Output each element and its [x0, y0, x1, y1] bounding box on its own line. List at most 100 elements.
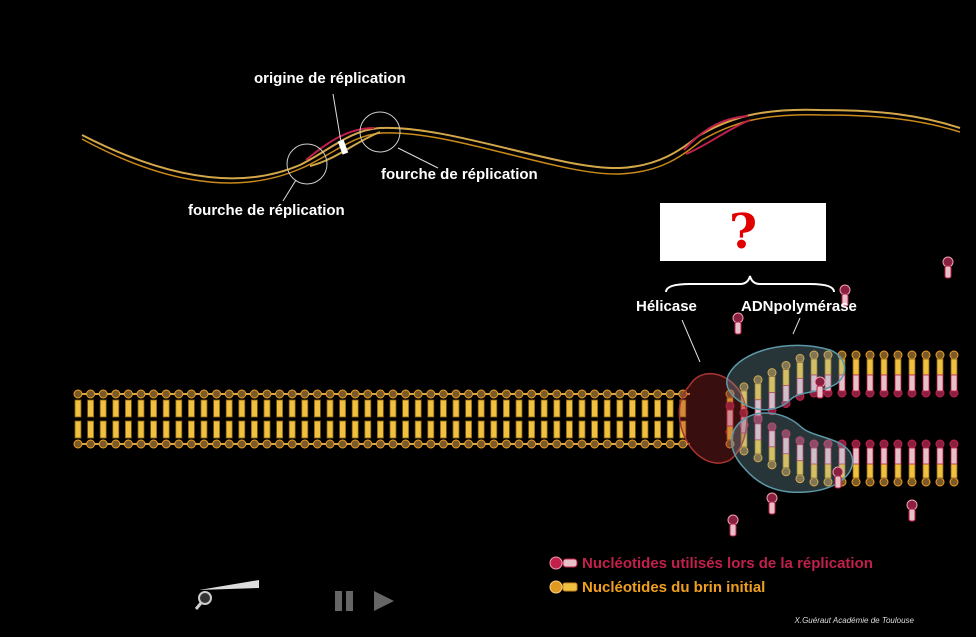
new-base — [894, 447, 902, 465]
sugar — [388, 439, 398, 449]
sugar — [552, 439, 562, 449]
sugar — [865, 350, 875, 360]
play-button[interactable] — [372, 590, 396, 612]
sugar — [893, 477, 903, 487]
base — [326, 399, 334, 418]
sugar — [287, 389, 297, 399]
sugar — [627, 389, 637, 399]
base — [175, 399, 183, 418]
sugar — [300, 439, 310, 449]
free-nucleotide-base — [834, 475, 842, 489]
sugar — [86, 439, 96, 449]
base — [162, 399, 170, 418]
sugar — [426, 439, 436, 449]
base — [87, 399, 94, 418]
origin-label: origine de réplication — [254, 70, 406, 87]
base — [112, 399, 120, 418]
base — [200, 399, 208, 418]
sugar — [851, 477, 861, 487]
sugar — [312, 439, 322, 449]
base — [74, 420, 82, 439]
base — [654, 420, 661, 439]
sugar — [564, 439, 574, 449]
fork-right-circle — [359, 111, 401, 153]
base — [125, 399, 132, 418]
base — [137, 420, 145, 439]
base — [288, 420, 296, 439]
zoom-control[interactable] — [193, 578, 263, 612]
base — [402, 420, 410, 439]
new-base — [754, 423, 762, 441]
sugar — [653, 389, 663, 399]
base — [515, 399, 523, 418]
base — [528, 399, 535, 418]
sugar — [879, 477, 889, 487]
new-base — [880, 447, 888, 465]
base — [187, 399, 195, 418]
sugar — [123, 439, 133, 449]
new-base — [852, 447, 860, 465]
new-base — [894, 374, 902, 392]
fork-left-leader — [282, 179, 297, 202]
sugar — [590, 389, 600, 399]
sugar — [921, 350, 931, 360]
base — [339, 399, 347, 418]
base — [502, 420, 510, 439]
base — [301, 420, 309, 439]
sugar — [249, 439, 259, 449]
sugar — [527, 439, 537, 449]
sugar — [212, 389, 222, 399]
sugar — [665, 389, 675, 399]
base — [922, 358, 930, 376]
base — [603, 420, 611, 439]
base — [200, 420, 208, 439]
sugar — [451, 439, 461, 449]
base — [414, 399, 422, 418]
free-nucleotide-base — [768, 501, 776, 515]
base — [629, 420, 636, 439]
base — [150, 420, 158, 439]
question-box: ? — [660, 203, 826, 261]
base — [339, 420, 347, 439]
sugar — [464, 439, 474, 449]
base — [603, 399, 611, 418]
base — [616, 420, 624, 439]
sugar — [539, 389, 549, 399]
sugar — [149, 389, 159, 399]
base — [936, 358, 944, 376]
base — [490, 399, 498, 418]
sugar — [851, 350, 861, 360]
base — [427, 420, 435, 439]
sugar — [300, 389, 310, 399]
base — [515, 420, 523, 439]
base — [866, 358, 874, 376]
base — [238, 399, 246, 418]
base — [427, 399, 435, 418]
base — [852, 358, 860, 376]
sugar — [262, 439, 272, 449]
base — [389, 399, 397, 418]
base — [465, 420, 473, 439]
sugar — [665, 439, 675, 449]
base — [99, 420, 107, 439]
base — [301, 399, 309, 418]
new-sugar — [935, 439, 945, 449]
sugar — [590, 439, 600, 449]
new-base — [852, 374, 860, 392]
base — [414, 420, 422, 439]
base — [950, 358, 958, 376]
sugar — [401, 389, 411, 399]
sugar — [935, 350, 945, 360]
sugar — [212, 439, 222, 449]
pause-button[interactable] — [334, 590, 356, 612]
base — [908, 358, 916, 376]
origin-leader — [332, 93, 342, 143]
base — [540, 399, 548, 418]
base — [439, 399, 447, 418]
play-icon — [374, 591, 394, 611]
sugar — [893, 350, 903, 360]
sugar — [350, 389, 360, 399]
base — [313, 399, 321, 418]
fork-left-circle — [286, 143, 328, 185]
free-nucleotides — [727, 256, 954, 537]
